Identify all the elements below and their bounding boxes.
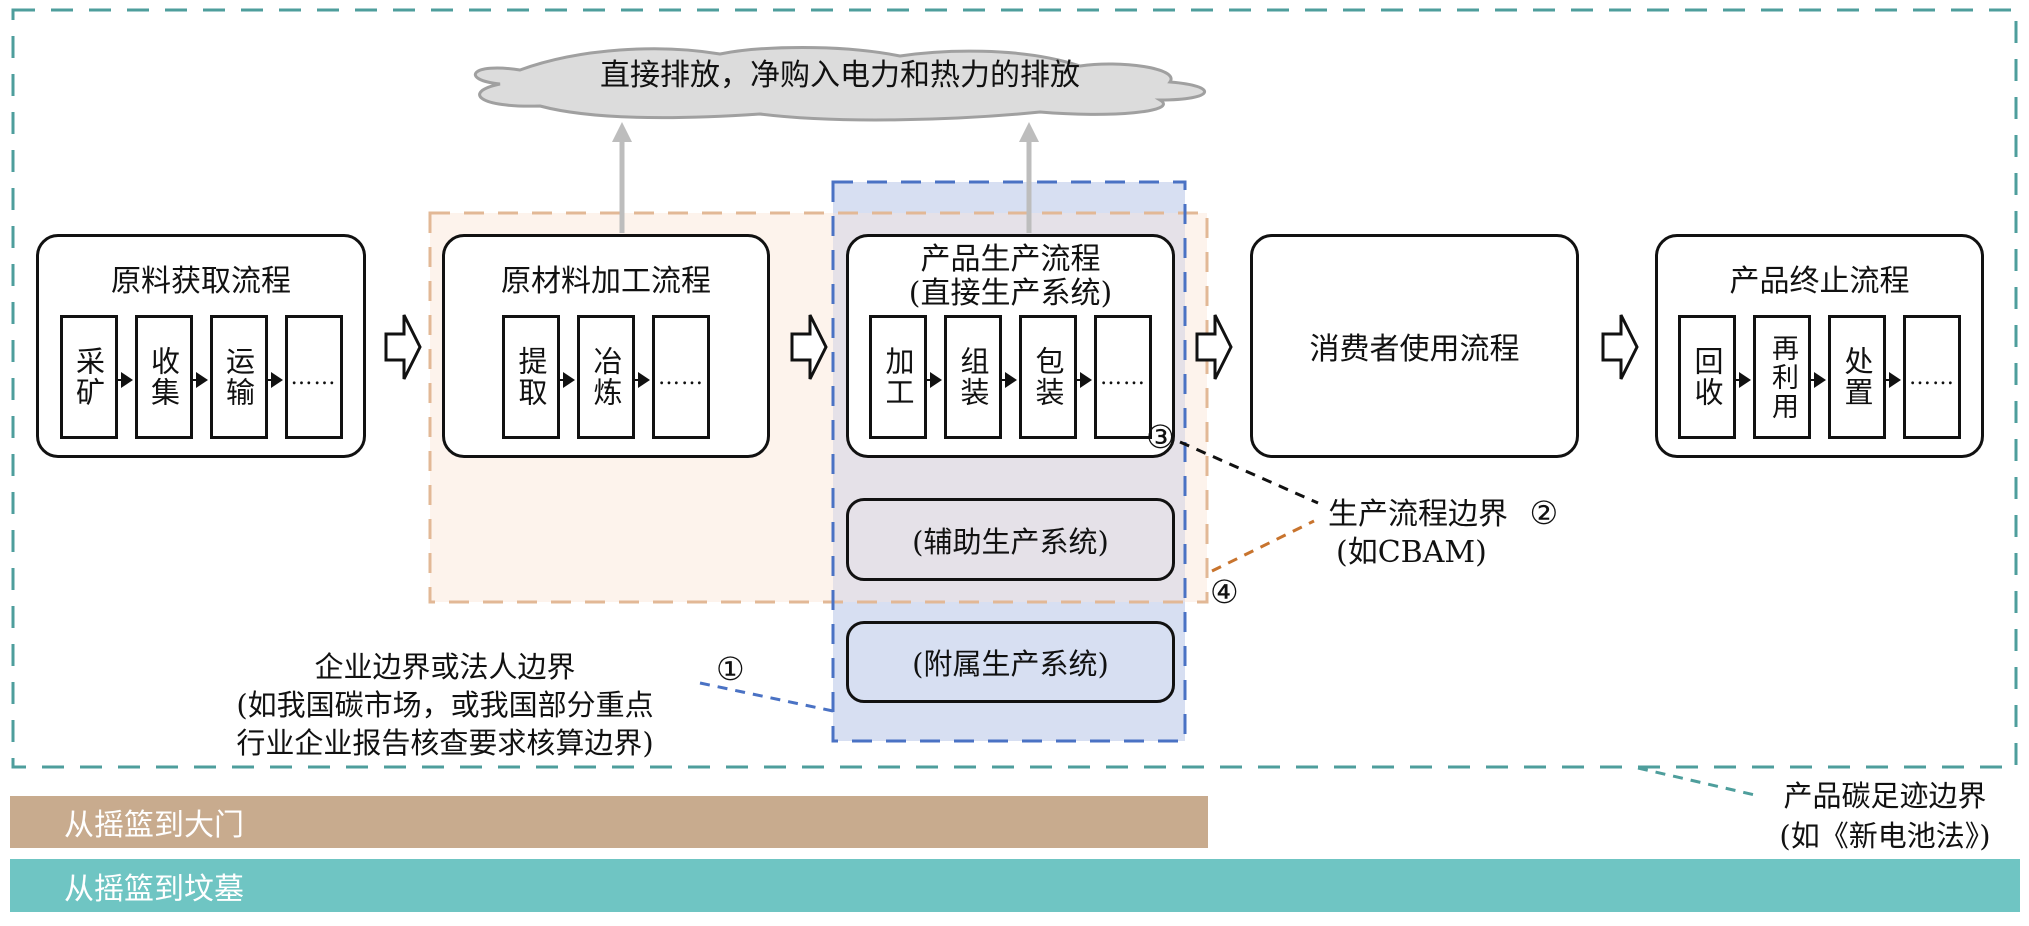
- step-arrow-icon: [557, 372, 575, 388]
- flow-arrow-icon: [790, 314, 828, 380]
- step-arrow-icon: [264, 372, 283, 388]
- flow-arrow-icon: [1195, 314, 1233, 380]
- step-disposal: 处置: [1828, 315, 1901, 439]
- process-end-of-life: 产品终止流程 回收 再利用 处置 ……: [1655, 234, 1984, 458]
- process-product-production: 产品生产流程 (直接生产系统) 加工 组装 包装 ……: [846, 234, 1175, 458]
- product-footprint-label: 产品碳足迹边界 (如《新电池法》): [1779, 779, 1991, 853]
- process-title: 消费者使用流程: [1309, 332, 1520, 367]
- step-arrow-icon: [189, 372, 208, 388]
- step-more: ……: [652, 315, 710, 439]
- marker-4-connector: [1211, 519, 1315, 573]
- step-more: ……: [284, 315, 343, 439]
- step-more: ……: [1094, 315, 1152, 439]
- cradle-to-grave-bar: 从摇篮到坟墓: [10, 859, 2020, 912]
- process-title: 原料获取流程: [111, 264, 291, 299]
- step-more: ……: [1903, 315, 1961, 439]
- step-arrow-icon: [1883, 372, 1901, 388]
- step-reuse: 再利用: [1753, 315, 1826, 439]
- step-arrow-icon: [924, 372, 942, 388]
- product-boundary-connector: [1637, 766, 1756, 797]
- step-collection: 收集: [134, 315, 208, 439]
- marker-4: ④: [1210, 573, 1239, 611]
- auxiliary-production-system: (辅助生产系统): [846, 498, 1175, 581]
- process-boundary-label: 生产流程边界 ②: [1328, 494, 1559, 532]
- marker-1: ①: [716, 650, 745, 688]
- flow-arrow-icon: [384, 314, 422, 380]
- step-arrow-icon: [1074, 372, 1092, 388]
- cloud-label: 直接排放，净购入电力和热力的排放: [600, 58, 1080, 93]
- step-transport: 运输: [209, 315, 283, 439]
- step-arrow-icon: [999, 372, 1017, 388]
- process-consumer-use: 消费者使用流程: [1250, 234, 1579, 458]
- step-packaging: 包装: [1019, 315, 1092, 439]
- process-title: 产品终止流程: [1729, 264, 1910, 299]
- step-arrow-icon: [1808, 372, 1826, 388]
- step-arrow-icon: [632, 372, 650, 388]
- cradle-to-gate-label: 从摇篮到大门: [64, 808, 244, 843]
- marker-3: ③: [1146, 418, 1175, 456]
- step-mining: 采矿: [59, 315, 133, 439]
- cradle-to-grave-label: 从摇篮到坟墓: [64, 871, 244, 907]
- step-extraction: 提取: [502, 315, 575, 439]
- process-subtitle: (直接生产系统): [908, 276, 1113, 311]
- step-arrow-icon: [1733, 372, 1751, 388]
- process-raw-material-processing: 原材料加工流程 提取 冶炼 ……: [442, 234, 770, 458]
- marker-2: ②: [1529, 494, 1559, 532]
- enterprise-boundary-label: 企业边界或法人边界 (如我国碳市场，或我国部分重点 行业企业报告核查要求核算边界…: [236, 650, 654, 760]
- process-raw-material-acquisition: 原料获取流程 采矿 收集 运输 ……: [36, 234, 366, 458]
- process-title: 产品生产流程: [920, 242, 1101, 277]
- process-boundary-sublabel: (如CBAM): [1336, 535, 1487, 570]
- flow-arrow-icon: [1601, 314, 1639, 380]
- step-smelting: 冶炼: [577, 315, 650, 439]
- process-title: 原材料加工流程: [501, 264, 711, 299]
- attached-production-system: (附属生产系统): [846, 621, 1175, 703]
- step-processing: 加工: [869, 315, 942, 439]
- step-recycling: 回收: [1678, 315, 1751, 439]
- step-arrow-icon: [114, 372, 133, 388]
- step-assembly: 组装: [944, 315, 1017, 439]
- cradle-to-gate-bar: 从摇篮到大门: [10, 796, 1208, 848]
